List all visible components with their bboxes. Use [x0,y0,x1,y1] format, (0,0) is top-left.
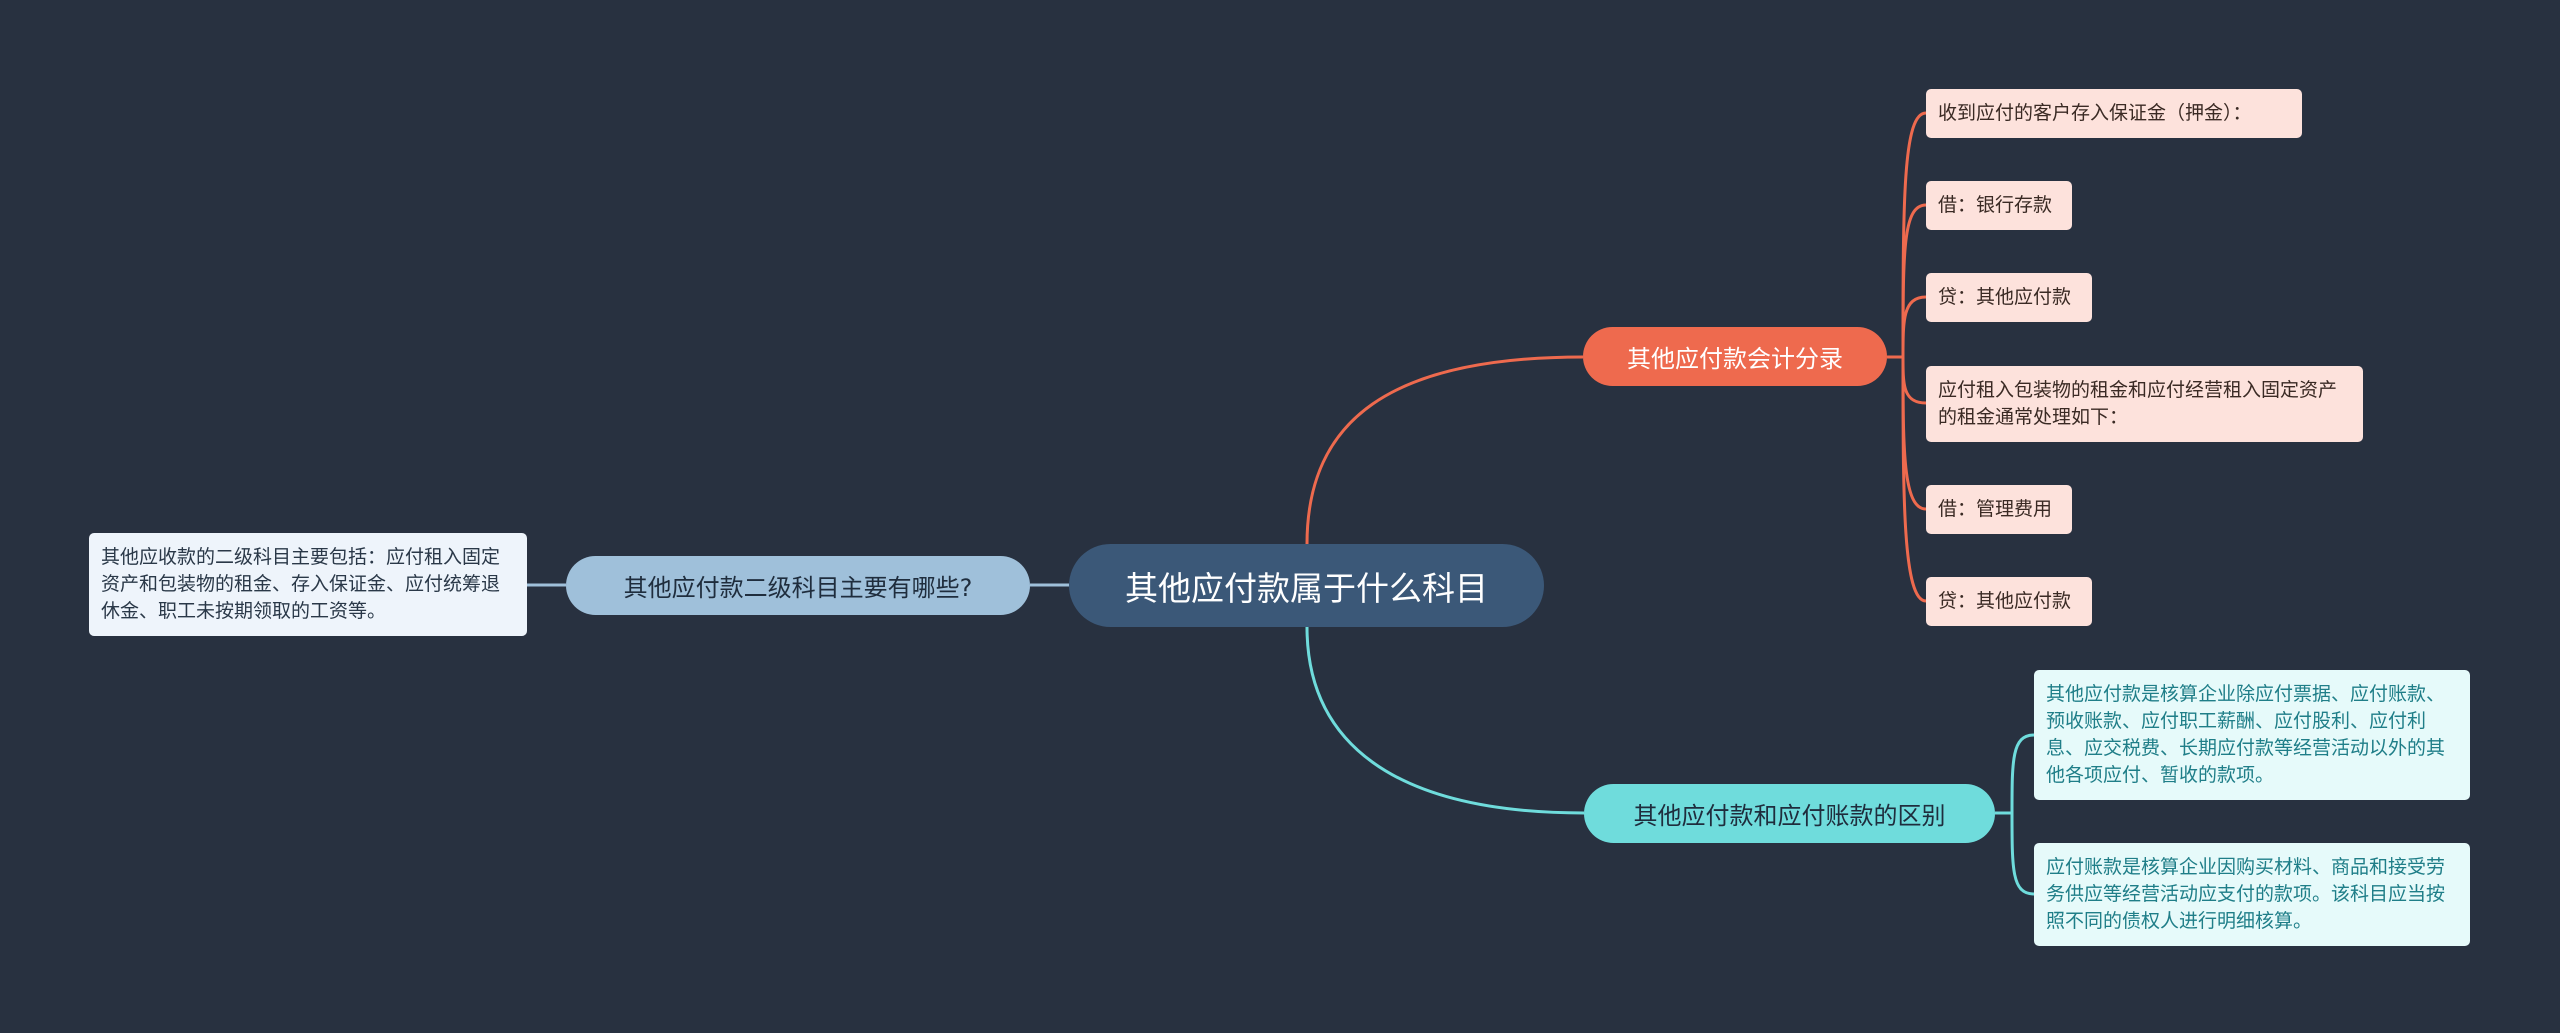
leaf-node-text: 借：银行存款 [1938,194,2053,216]
branch-node-secondary-accounts[interactable]: 其他应付款二级科目主要有哪些? [566,556,1030,615]
connector-bottom-leaf-1 [2010,733,2035,814]
leaf-node-entry-3[interactable]: 贷：其他应付款 [1926,273,2092,322]
connector-top-leaf-5 [1901,356,1927,511]
leaf-node-entry-5[interactable]: 借：管理费用 [1926,485,2072,534]
root-node[interactable]: 其他应付款属于什么科目 [1069,544,1544,627]
leaf-node-text: 其他应收款的二级科目主要包括：应付租入固定资产和包装物的租金、存入保证金、应付统… [101,546,501,622]
branch-node-label: 其他应付款二级科目主要有哪些? [623,574,973,602]
leaf-node-text: 贷：其他应付款 [1938,286,2072,308]
leaf-node-text: 应付租入包装物的租金和应付经营租入固定资产的租金通常处理如下： [1938,379,2338,428]
leaf-node-text: 收到应付的客户存入保证金（押金）： [1938,102,2252,124]
leaf-node-other-payables-definition[interactable]: 其他应付款是核算企业除应付票据、应付账款、预收账款、应付职工薪酬、应付股利、应付… [2034,670,2470,800]
connector-top-leaf-2 [1901,203,1927,358]
branch-node-difference[interactable]: 其他应付款和应付账款的区别 [1584,784,1995,843]
root-node-label: 其他应付款属于什么科目 [1125,568,1488,608]
leaf-node-text: 借：管理费用 [1938,498,2053,520]
leaf-node-text: 应付账款是核算企业因购买材料、商品和接受劳务供应等经营活动应支付的款项。该科目应… [2046,856,2446,932]
leaf-node-text: 贷：其他应付款 [1938,590,2072,612]
connector-top-leaf-3 [1901,295,1927,358]
branch-node-label: 其他应付款和应付账款的区别 [1633,802,1946,830]
branch-node-label: 其他应付款会计分录 [1627,345,1843,373]
connector-top-leaf-4 [1901,356,1927,405]
leaf-node-entry-1[interactable]: 收到应付的客户存入保证金（押金）： [1926,89,2302,138]
connector-top-leaf-6 [1901,356,1927,603]
leaf-node-text: 其他应付款是核算企业除应付票据、应付账款、预收账款、应付职工薪酬、应付股利、应付… [2046,683,2446,786]
leaf-node-secondary-accounts[interactable]: 其他应收款的二级科目主要包括：应付租入固定资产和包装物的租金、存入保证金、应付统… [89,533,527,636]
branch-node-accounting-entries[interactable]: 其他应付款会计分录 [1583,327,1887,386]
connector-root-to-bottom-branch [1305,626,1585,815]
connector-bottom-leaf-2 [2010,812,2035,896]
connector-root-to-top-branch [1305,355,1584,545]
leaf-node-entry-4[interactable]: 应付租入包装物的租金和应付经营租入固定资产的租金通常处理如下： [1926,366,2363,442]
leaf-node-entry-6[interactable]: 贷：其他应付款 [1926,577,2092,626]
leaf-node-accounts-payable-definition[interactable]: 应付账款是核算企业因购买材料、商品和接受劳务供应等经营活动应支付的款项。该科目应… [2034,843,2470,946]
leaf-node-entry-2[interactable]: 借：银行存款 [1926,181,2072,230]
